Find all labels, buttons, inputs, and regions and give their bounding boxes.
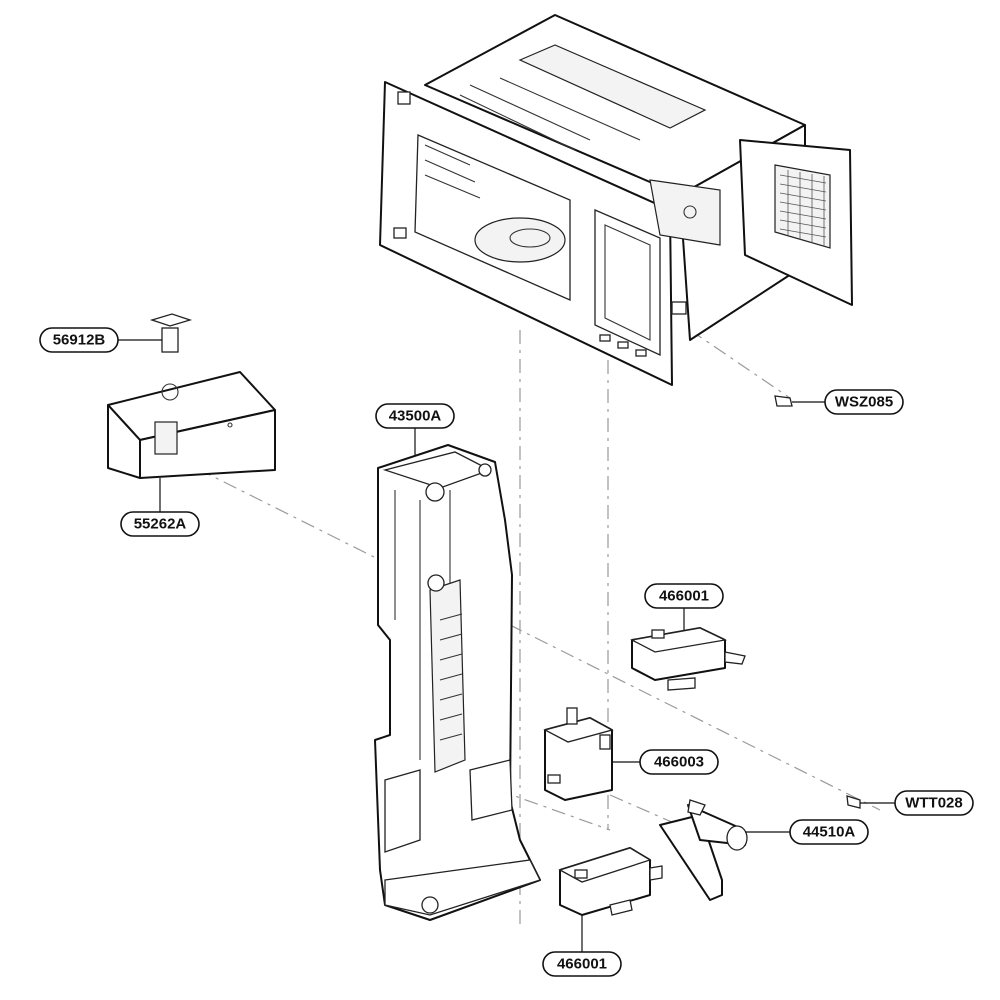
callout-43500a: 43500A [375,403,455,429]
microwave-cavity-assembly [379,14,853,386]
part-44510a [659,799,790,901]
callout-44510a: 44510A [789,819,869,845]
switch-466001-top [630,608,746,691]
assembly-lines [119,329,881,930]
callout-label: 466003 [654,754,704,771]
switch-466003 [543,707,640,801]
callout-wtt028: WTT028 [894,790,974,816]
screw-wtt028 [846,795,895,809]
latch-ribs [439,613,463,741]
callout-label: 466001 [659,588,709,605]
callout-label: 466001 [557,956,607,973]
callout-label: 55262A [134,516,187,533]
callout-label: WTT028 [905,795,963,812]
callout-466003: 466003 [639,749,719,775]
callout-56912b: 56912B [39,327,119,353]
ventilation-grille [779,170,827,246]
screw-wsz085 [774,395,825,407]
callout-466001-bottom: 466001 [542,951,622,977]
callout-466001-top: 466001 [644,583,724,609]
callout-label: 56912B [53,332,106,349]
part-55262a [107,371,276,512]
callout-label: 43500A [389,408,442,425]
part-56912b [118,313,193,353]
callout-55262a: 55262A [120,511,200,537]
callout-label: WSZ085 [835,394,893,411]
callout-label: 44510A [803,824,856,841]
callout-wsz085: WSZ085 [824,389,904,415]
switch-466001-bottom [558,847,663,952]
part-43500a [374,428,541,921]
